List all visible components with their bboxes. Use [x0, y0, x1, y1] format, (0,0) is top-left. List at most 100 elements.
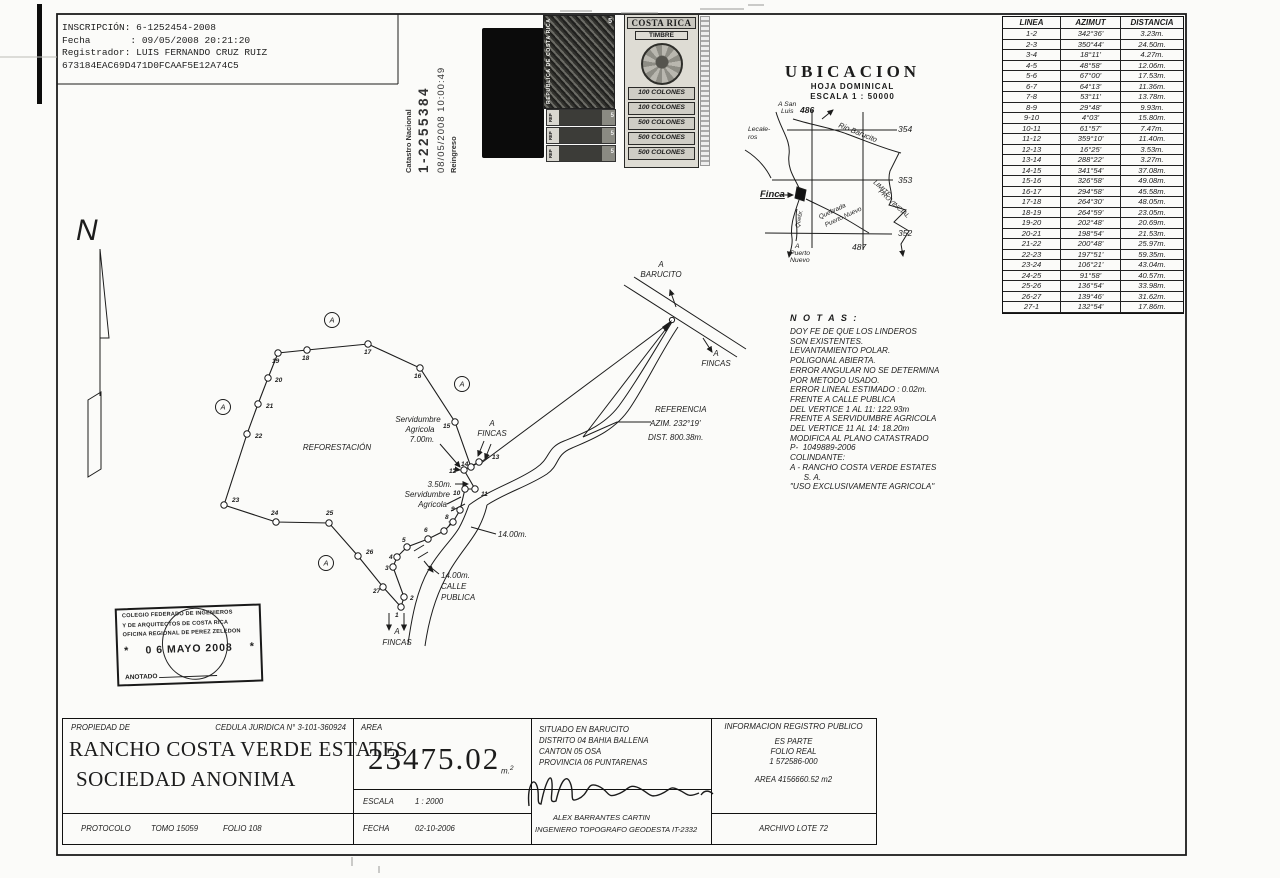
- scan-dashes-bottom: [351, 857, 380, 873]
- cedula-juridica: CEDULA JURIDICA N° 3-101-360924: [215, 723, 346, 732]
- vertex-marker: [424, 535, 432, 543]
- vertex-marker: [449, 518, 457, 526]
- map-label: 486: [799, 105, 814, 115]
- vertex-label: 9: [451, 506, 455, 513]
- drawing-annotation: FINCAS: [701, 359, 731, 368]
- table-cell: 11.40m.: [1121, 134, 1183, 145]
- vertex-label: 7: [448, 521, 452, 528]
- vertex-marker: [451, 418, 459, 426]
- note-line: MODIFICA AL PLANO CATASTRADO: [790, 433, 929, 443]
- mini-stamp-value: 5: [610, 131, 614, 137]
- note-line: S. A.: [790, 472, 822, 482]
- vertex-label: 11: [481, 491, 488, 498]
- table-cell: 17.53m.: [1121, 71, 1183, 82]
- arrow-fincas-cluster-2: [484, 443, 492, 460]
- road-tick-marks: [413, 496, 466, 559]
- table-cell: 23.05m.: [1121, 208, 1183, 218]
- registro-line: FOLIO REAL: [770, 747, 817, 756]
- table-cell: 288°22': [1061, 155, 1121, 166]
- map-label: Lecale-: [748, 126, 771, 133]
- table-cell: 341°54': [1061, 165, 1121, 176]
- vertex-label: 19: [272, 358, 280, 365]
- situado-line: PROVINCIA 06 PUNTARENAS: [539, 758, 648, 767]
- road-calle-publica-west: [407, 504, 470, 645]
- scan-dashes-top: [560, 4, 764, 14]
- table-cell: 22-23: [1003, 249, 1061, 260]
- table-cell: 12-13: [1003, 144, 1061, 155]
- table-cell: 3-4: [1003, 50, 1061, 61]
- fecha-label: FECHA: [363, 824, 390, 833]
- vertex-label: 18: [302, 355, 310, 362]
- stamp-country-label: REPUBLICA DE COSTA RICA: [546, 18, 552, 104]
- protocolo-folio: FOLIO 108: [223, 824, 262, 833]
- table-cell: 48°58': [1061, 60, 1121, 71]
- table-cell: 27-1: [1003, 302, 1061, 313]
- arrow-to-fincas-east: [702, 337, 713, 353]
- leader-14m-upper: [470, 526, 497, 535]
- table-cell: 20-21: [1003, 228, 1061, 239]
- table-cell: 45.58m.: [1121, 187, 1183, 197]
- reference-point: [668, 316, 676, 324]
- drawing-annotation: A: [393, 627, 399, 636]
- table-cell: 91°58': [1061, 270, 1121, 281]
- vertex-label: 25: [325, 510, 334, 517]
- table-cell: 40.57m.: [1121, 271, 1183, 281]
- river-line-north: [468, 321, 673, 506]
- table-cell: 29°48': [1061, 102, 1121, 113]
- map-label: Rio Barucito: [837, 121, 878, 145]
- registro-line: ES PARTE: [774, 737, 813, 746]
- table-cell: 67°00': [1061, 71, 1121, 82]
- inscription-line: Registrador: LUIS FERNANDO CRUZ RUIZ: [62, 47, 268, 58]
- catastro-agency: Catastro Nacional: [404, 109, 413, 173]
- engineer-name: ALEX BARRANTES CARTIN: [553, 813, 650, 822]
- table-cell: 326°58': [1061, 176, 1121, 187]
- reference-leader: [582, 421, 651, 438]
- table-cell: 21-22: [1003, 239, 1061, 250]
- archivo-lote: ARCHIVO LOTE 72: [759, 824, 828, 833]
- vertex-marker: [456, 506, 464, 514]
- table-cell: 200°48': [1061, 239, 1121, 250]
- road-calle-publica-east: [424, 504, 488, 647]
- drawing-annotation: Servidumbre: [395, 415, 441, 424]
- table-cell: 49.08m.: [1121, 176, 1183, 187]
- drawing-annotation: 7.00m.: [410, 435, 434, 444]
- mini-stamp-value: 5: [610, 113, 614, 119]
- ubicacion-title: UBICACION: [784, 62, 921, 81]
- vertex-marker: [475, 458, 483, 466]
- map-label: Quebr.: [795, 209, 805, 228]
- note-line: "USO EXCLUSIVAMENTE AGRICOLA": [790, 482, 935, 492]
- map-label: 354: [898, 124, 912, 134]
- vertex-label: 12: [449, 468, 457, 475]
- map-label: 487: [852, 242, 866, 252]
- colindante-circle: [324, 312, 340, 328]
- table-header-cell: DISTANCIA: [1121, 17, 1183, 29]
- vertex-marker: [440, 527, 448, 535]
- note-line: LEVANTAMIENTO POLAR.: [790, 346, 891, 356]
- note-line: POR METODO USADO.: [790, 375, 880, 385]
- table-cell: 9-10: [1003, 113, 1061, 124]
- table-cell: 3.27m.: [1121, 155, 1183, 166]
- table-cell: 13-14: [1003, 155, 1061, 166]
- table-cell: 31.62m.: [1121, 292, 1183, 302]
- table-cell: 53°11': [1061, 92, 1121, 103]
- vertex-marker: [325, 519, 333, 527]
- vertex-label: 6: [424, 527, 428, 534]
- area-label: AREA: [361, 723, 383, 732]
- map-label: PROVINCIAL: [877, 188, 911, 220]
- map-label: 353: [898, 175, 912, 185]
- note-line: DEL VERTICE 11 AL 14: 18.20m: [790, 424, 910, 434]
- table-cell: 24-25: [1003, 270, 1061, 281]
- drawing-annotation: PUBLICA: [441, 593, 475, 602]
- vertex-marker: [272, 518, 280, 526]
